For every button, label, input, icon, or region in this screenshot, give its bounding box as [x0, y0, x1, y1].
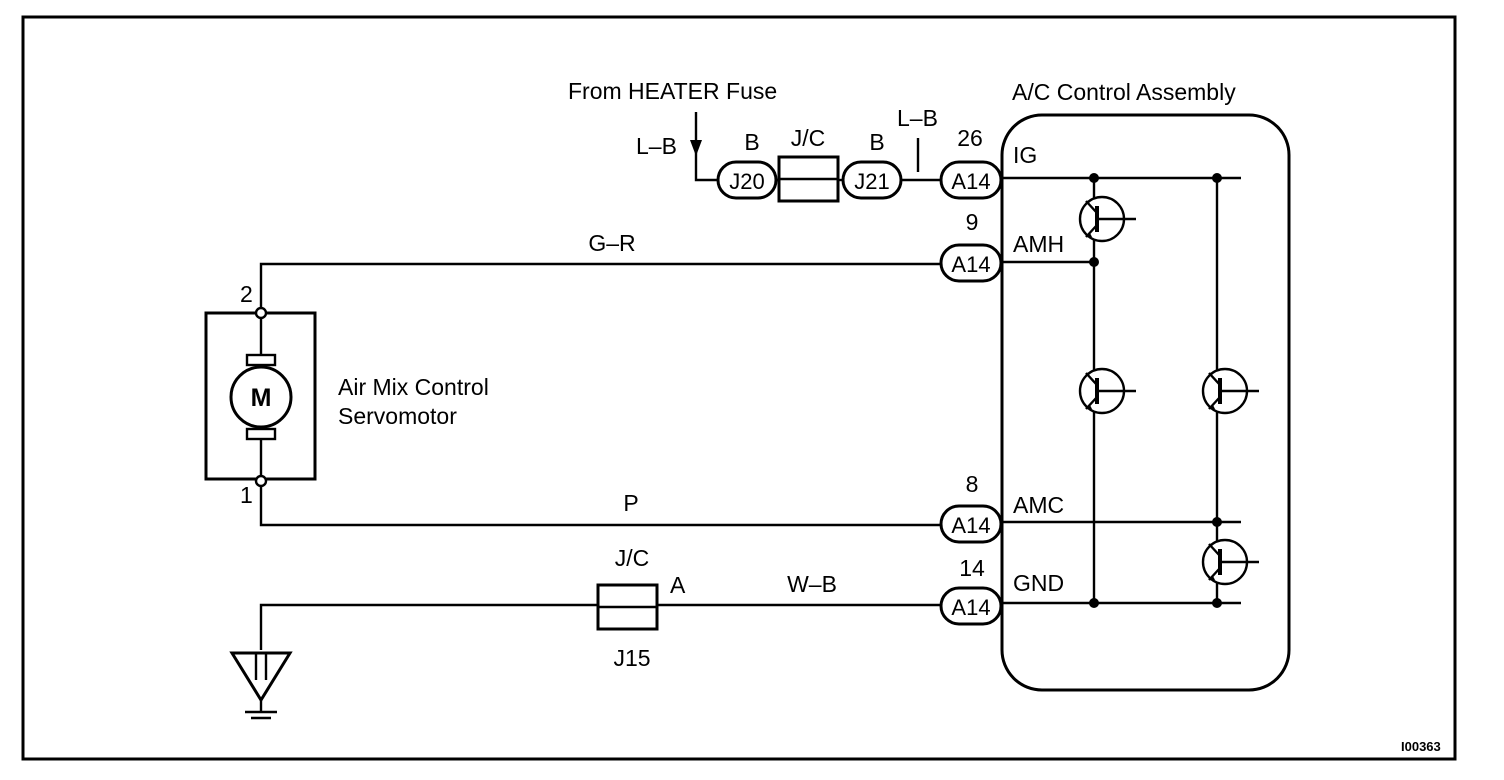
terminal-ig-name: IG: [1013, 142, 1037, 168]
wire-heater-out-label: L–B: [897, 105, 938, 131]
wire-amc-label: P: [623, 490, 638, 516]
servomotor-pin-top-label: 2: [240, 281, 253, 307]
servomotor-pin-top: [254, 306, 268, 320]
servomotor-name-line1: Air Mix Control: [338, 374, 489, 400]
wire-heater-in: [694, 150, 718, 182]
wire-ground-label: W–B: [787, 571, 837, 597]
wire-amh: [259, 262, 941, 308]
heater-source-label: From HEATER Fuse: [568, 78, 777, 104]
motor-symbol-label: M: [251, 384, 272, 412]
wire-amh-label: G–R: [588, 230, 635, 256]
figure-id: I00363: [1401, 739, 1441, 754]
ac-assembly-box: [1000, 113, 1291, 692]
connector-j21-label: J21: [854, 169, 889, 194]
junction-bottom-pin: A: [670, 572, 686, 598]
wire-heater-in-label: L–B: [636, 133, 677, 159]
ac-assembly-title: A/C Control Assembly: [1012, 79, 1236, 105]
connector-j20-pin: B: [744, 129, 759, 155]
wire-ground-left: [259, 603, 598, 650]
connector-j21-pin: B: [869, 129, 884, 155]
servomotor-pin-bottom-label: 1: [240, 482, 253, 508]
terminal-amc-name: AMC: [1013, 492, 1064, 518]
connector-a14-amh-label: A14: [951, 252, 990, 277]
connector-a14-ig-label: A14: [951, 169, 990, 194]
diagram-frame: [21, 15, 1457, 761]
connector-j20-label: J20: [729, 169, 764, 194]
connector-a14-ig: [939, 160, 1003, 200]
terminal-gnd-name: GND: [1013, 570, 1064, 596]
junction-bottom-connector: J15: [613, 645, 650, 671]
terminal-amc-pin: 8: [966, 471, 979, 497]
transistor-icon: [1078, 195, 1136, 243]
terminal-amh-pin: 9: [966, 209, 979, 235]
arrow-down-icon: [690, 112, 702, 156]
motor-icon: [229, 313, 293, 479]
junction-top-label: J/C: [791, 125, 826, 151]
ground-symbol-icon: [229, 651, 293, 720]
terminal-ig-pin: 26: [957, 125, 983, 151]
servomotor-name-line2: Servomotor: [338, 403, 457, 429]
connector-a14-amc-label: A14: [951, 513, 990, 538]
transistor-icon: [1201, 538, 1259, 586]
servomotor-pin-bottom: [254, 474, 268, 488]
wire-amc: [259, 486, 941, 527]
transistor-icon: [1201, 367, 1259, 415]
junction-bottom-label: J/C: [615, 545, 650, 571]
transistor-icon: [1078, 367, 1136, 415]
terminal-gnd-pin: 14: [959, 555, 985, 581]
connector-a14-gnd-label: A14: [951, 595, 990, 620]
terminal-amh-name: AMH: [1013, 231, 1064, 257]
